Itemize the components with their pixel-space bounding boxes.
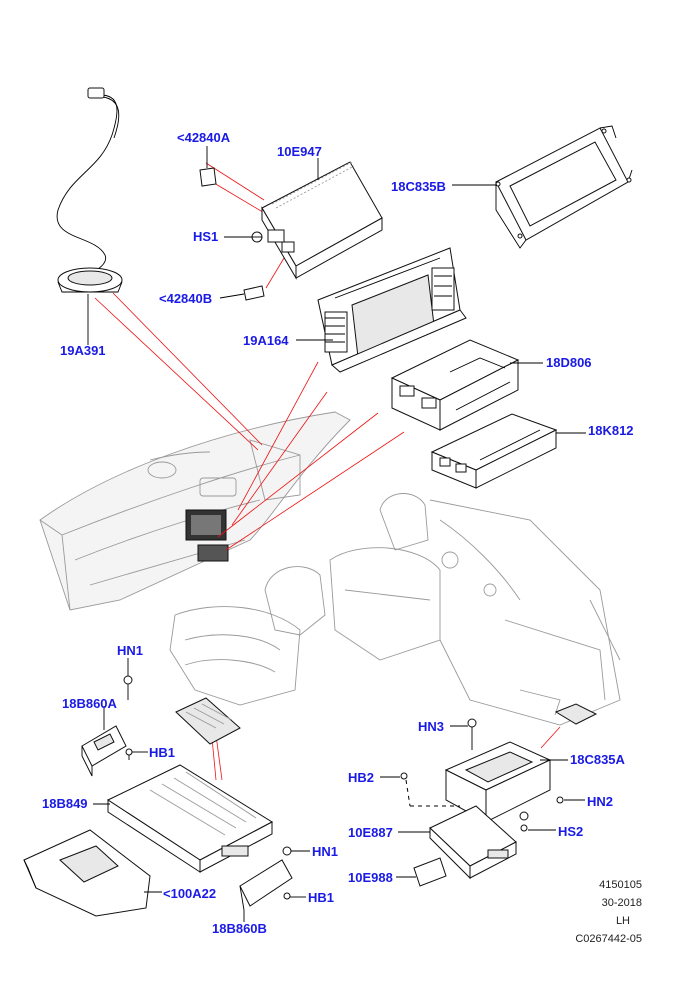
leader-lines	[87, 146, 586, 922]
screw-HS1	[251, 231, 263, 243]
callout-18C835A: 18C835A	[570, 752, 625, 767]
cable-harness-19A391	[56, 87, 123, 293]
callout-18K812: 18K812	[588, 423, 634, 438]
bracket-18C835A	[444, 741, 552, 823]
touchscreen-19A164	[317, 247, 467, 373]
amplifier-18B849	[106, 764, 274, 873]
callout-100A22: <100A22	[163, 886, 217, 901]
nut-HN2	[556, 796, 564, 804]
callout-18B849: 18B849	[42, 796, 88, 811]
callout-10E887: 10E887	[348, 825, 393, 840]
amplifier-in-scene	[175, 697, 241, 745]
callout-HB2: HB2	[348, 770, 375, 785]
module-10E887	[429, 805, 517, 880]
callout-42840B: <42840B	[159, 291, 213, 306]
unit-18D806	[390, 339, 520, 431]
callout-HS1: HS1	[193, 229, 219, 244]
callout-18B860B: 18B860B	[212, 921, 267, 936]
bolt-HB2	[400, 772, 460, 807]
callout-HN2: HN2	[587, 794, 614, 809]
callout-18C835B: 18C835B	[391, 179, 446, 194]
bracket-18C835B	[495, 125, 633, 249]
callout-HB1-bottom: HB1	[308, 890, 335, 905]
label-part-42840A	[199, 167, 217, 187]
hand-drive-side: LH	[615, 915, 630, 927]
callout-HN1-top: HN1	[117, 643, 144, 658]
revision-date: 30-2018	[601, 897, 642, 909]
callout-18B860A: 18B860A	[62, 696, 117, 711]
callout-18D806: 18D806	[546, 355, 592, 370]
callout-HB1-top: HB1	[149, 745, 176, 760]
seats-and-rear-cabin	[169, 493, 621, 726]
bracket-18B860B	[239, 859, 293, 911]
reference-number: 4150105	[599, 879, 642, 891]
nut-HN1-top	[123, 675, 133, 700]
bolt-HB1-bottom	[283, 892, 291, 900]
unit-18K812	[430, 413, 558, 489]
nut-HN3	[467, 718, 477, 750]
label-part-42840B	[243, 285, 265, 301]
dashboard-screen	[185, 509, 229, 562]
callout-19A164: 19A164	[243, 333, 289, 348]
module-10E947	[261, 161, 383, 280]
callout-42840A: <42840A	[177, 130, 231, 145]
callout-19A391: 19A391	[60, 343, 106, 358]
relation-lines	[94, 162, 561, 781]
callout-10E947: 10E947	[277, 144, 322, 159]
screw-HS2	[520, 824, 528, 832]
callout-10E988: 10E988	[348, 870, 393, 885]
bracket-18B860A	[81, 725, 127, 777]
cover-100A22	[23, 829, 151, 917]
bolt-HB1-top	[125, 748, 133, 760]
label-part-10E988	[413, 857, 447, 887]
module-18C835A-in-scene	[554, 703, 598, 725]
diagram-code: C0267442-05	[575, 933, 642, 945]
callout-HS2: HS2	[558, 824, 584, 839]
nut-HN1-bottom	[282, 846, 292, 856]
callout-HN1-bottom: HN1	[312, 844, 339, 859]
callout-HN3: HN3	[418, 719, 445, 734]
